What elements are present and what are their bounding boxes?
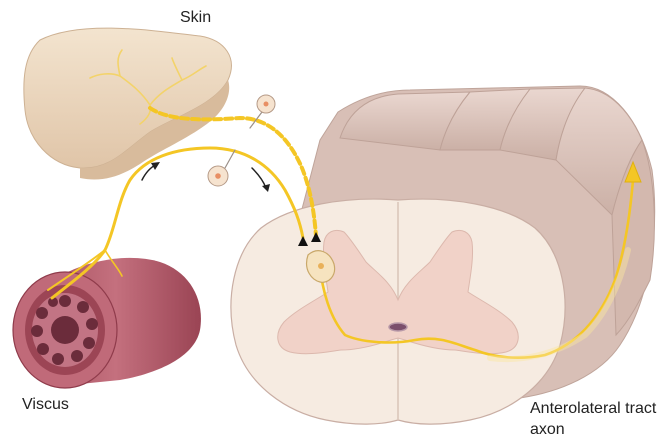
ganglion-stalk [225,150,235,168]
anterolateral-tract-axon-label: Anterolateral tract axon [530,398,660,440]
ganglion-nucleus [264,102,269,107]
viscus-organ [13,258,201,388]
spinal-cord [231,86,655,424]
skin-label: Skin [180,8,211,28]
central-canal [389,323,407,331]
curved-arrow-right-head-icon [262,184,270,192]
viscus-label: Viscus [22,395,69,415]
neuron-nucleus [318,263,324,269]
curved-arrow-right-icon [252,168,266,188]
skin-patch [24,28,232,179]
ganglion-nucleus [215,173,221,179]
direction-arrows [142,162,270,192]
